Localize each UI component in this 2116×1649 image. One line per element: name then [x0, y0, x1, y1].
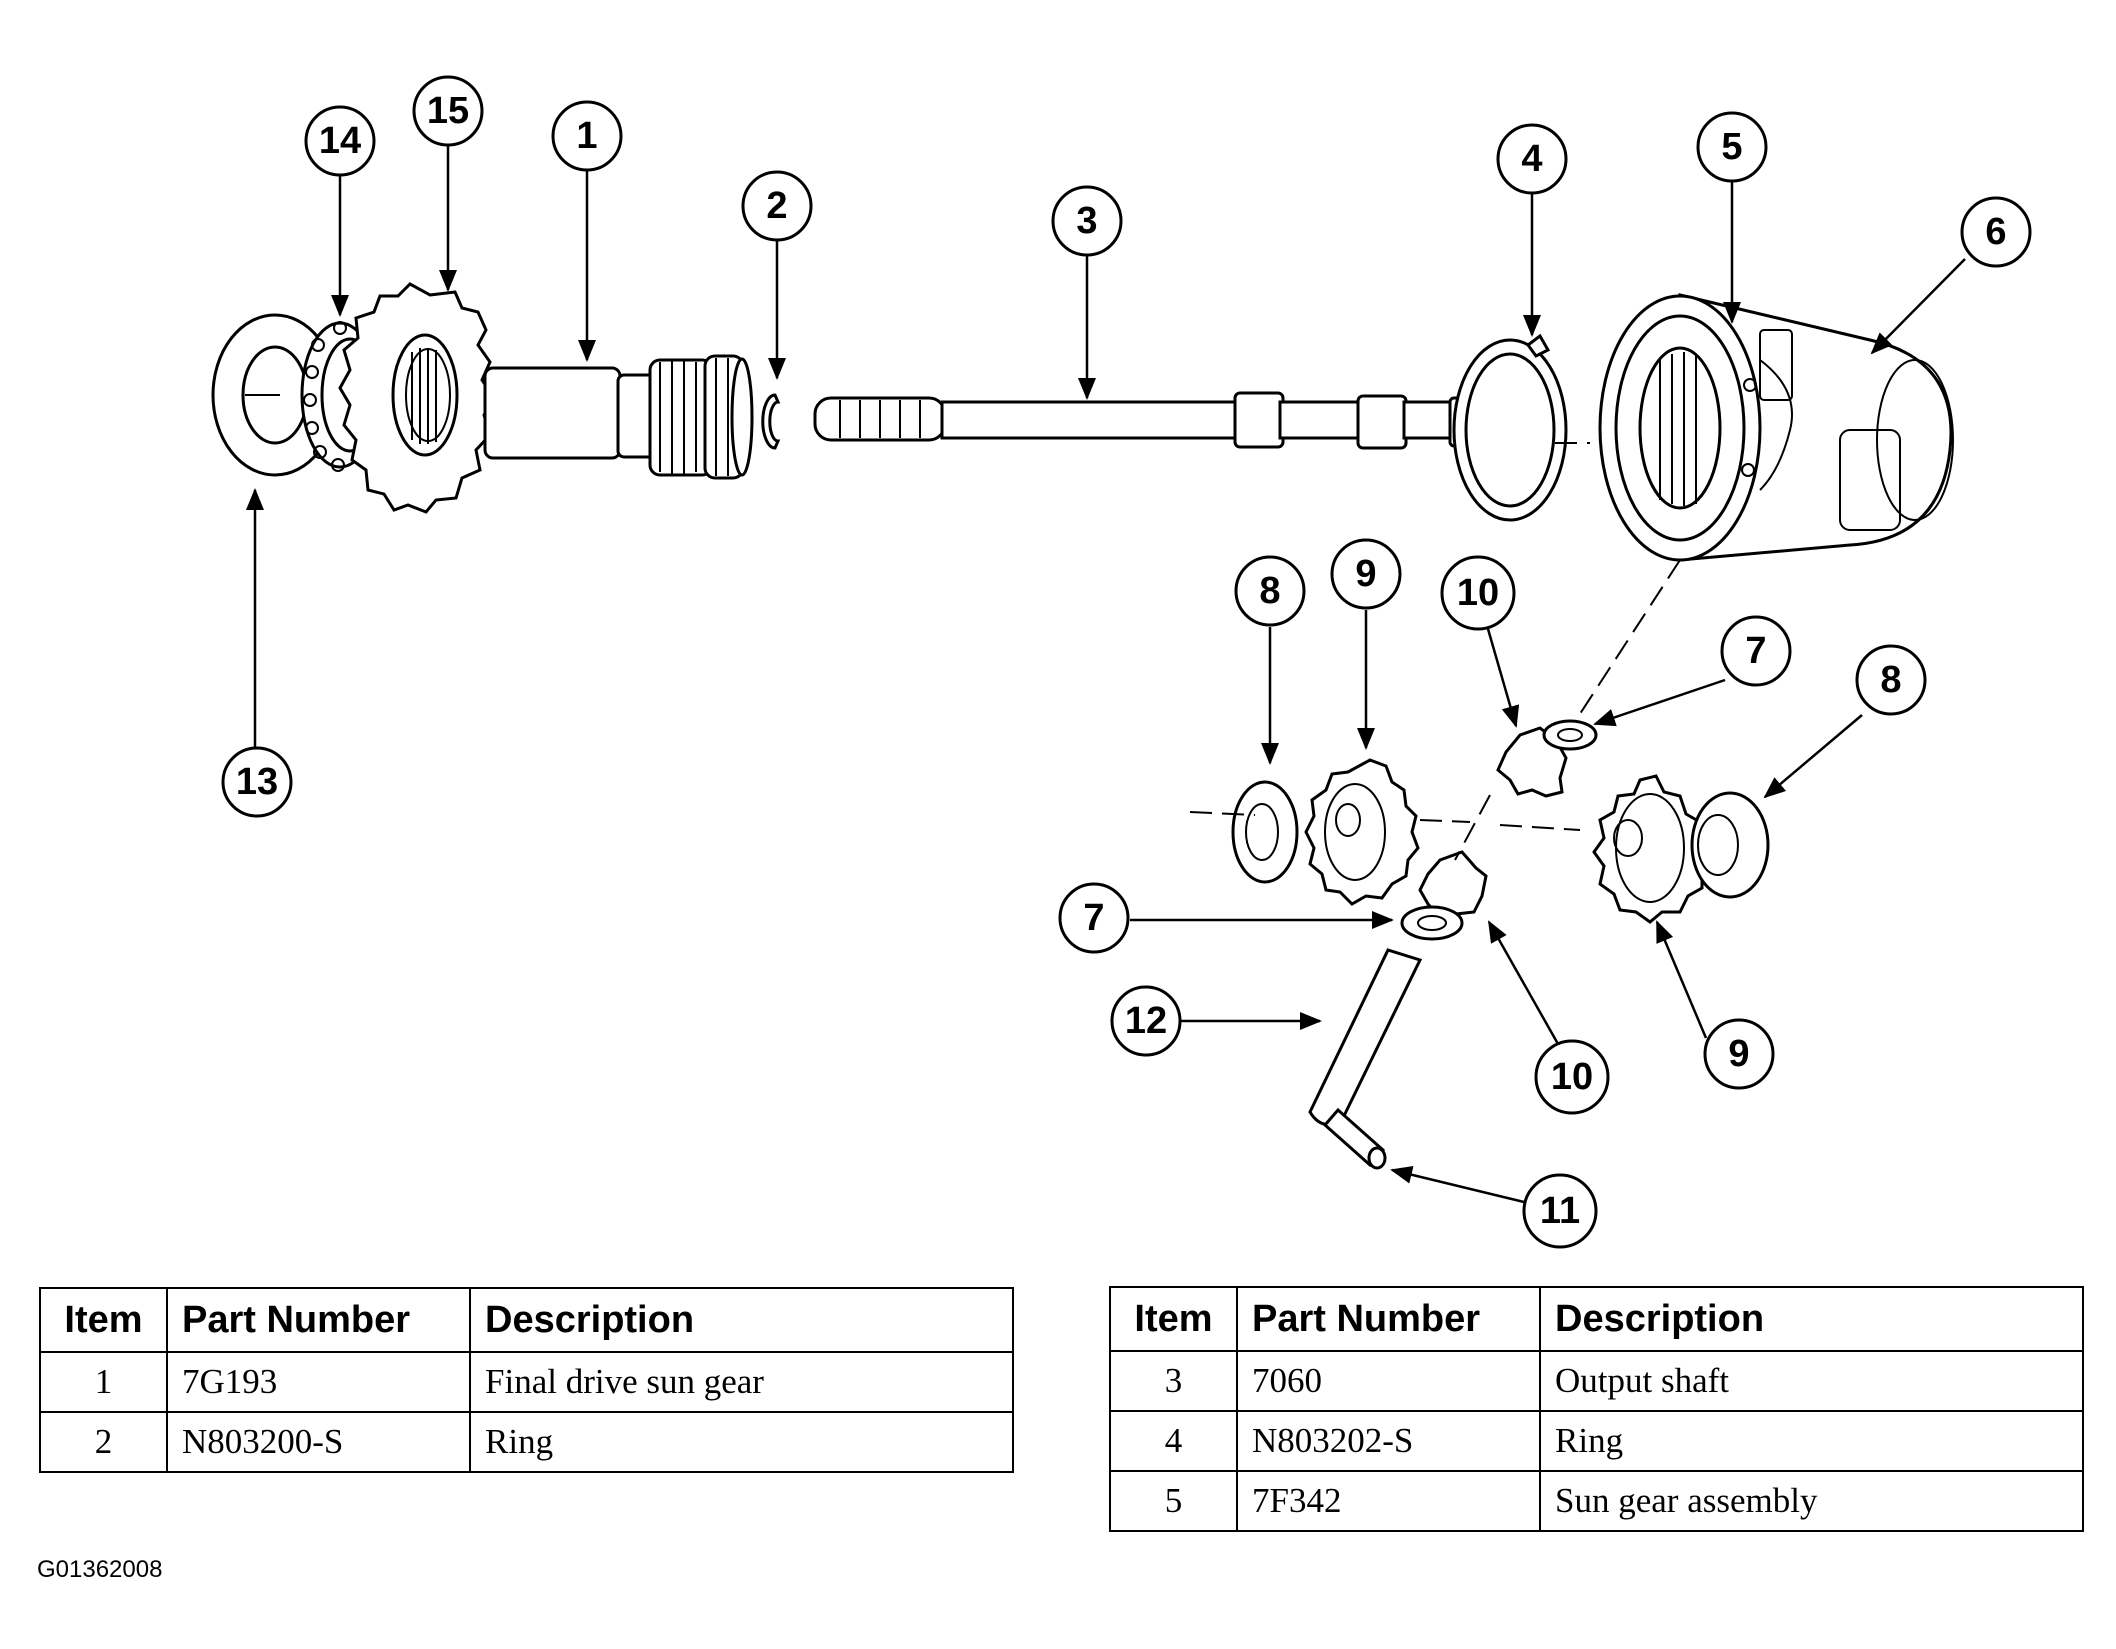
- table-row: 1 7G193 Final drive sun gear: [39, 1351, 1014, 1413]
- callout-15: 15: [412, 75, 484, 147]
- svg-text:14: 14: [319, 120, 361, 162]
- snap-ring-part-2: [761, 393, 781, 450]
- callout-9-upper: 9: [1330, 538, 1402, 610]
- svg-text:15: 15: [427, 90, 469, 132]
- column-header-item: Item: [1109, 1286, 1238, 1352]
- callout-9-lower: 9: [1703, 1018, 1775, 1090]
- roll-pin-part-11: [1322, 1107, 1387, 1170]
- table-row: 2 N803200-S Ring: [39, 1411, 1014, 1473]
- side-gear-right-part-9: [1592, 774, 1712, 924]
- callout-2: 2: [741, 170, 813, 242]
- svg-text:8: 8: [1259, 570, 1280, 612]
- cell-description: Final drive sun gear: [469, 1351, 1014, 1413]
- svg-text:8: 8: [1880, 659, 1901, 701]
- svg-text:9: 9: [1728, 1033, 1749, 1075]
- parts-table-right: Item Part Number Description 3 7060 Outp…: [1109, 1286, 2084, 1532]
- callout-5: 5: [1696, 111, 1768, 183]
- cell-item: 4: [1109, 1410, 1238, 1472]
- callout-7-upper: 7: [1720, 615, 1792, 687]
- output-shaft-part-3: [813, 391, 1542, 450]
- callout-8-right: 8: [1855, 644, 1927, 716]
- column-header-part-number: Part Number: [1236, 1286, 1541, 1352]
- cell-description: Output shaft: [1539, 1350, 2084, 1412]
- table-header-row: Item Part Number Description: [39, 1287, 1014, 1353]
- svg-text:11: 11: [1540, 1190, 1580, 1232]
- cell-part-number: N803202-S: [1236, 1410, 1541, 1472]
- cell-description: Ring: [469, 1411, 1014, 1473]
- svg-text:12: 12: [1125, 1000, 1167, 1042]
- cell-item: 2: [39, 1411, 168, 1473]
- svg-text:13: 13: [236, 761, 278, 803]
- callout-11: 11: [1522, 1173, 1598, 1249]
- callout-12: 12: [1110, 985, 1182, 1057]
- cell-part-number: 7060: [1236, 1350, 1541, 1412]
- pinion-shaft-part-12: [1308, 948, 1423, 1126]
- cell-part-number: N803200-S: [166, 1411, 471, 1473]
- sun-gear-assembly-part-5: [1598, 293, 1954, 562]
- column-header-item: Item: [39, 1287, 168, 1353]
- cell-item: 3: [1109, 1350, 1238, 1412]
- callout-8-left: 8: [1234, 555, 1306, 627]
- column-header-description: Description: [469, 1287, 1014, 1353]
- side-gear-washer-right-part-8: [1690, 791, 1770, 899]
- cell-part-number: 7F342: [1236, 1470, 1541, 1532]
- gear-plate-part-15: [338, 282, 496, 514]
- table-row: 3 7060 Output shaft: [1109, 1350, 2084, 1412]
- pinion-gear-lower-part-10: [1418, 850, 1488, 920]
- svg-text:2: 2: [766, 185, 787, 227]
- svg-text:10: 10: [1551, 1056, 1593, 1098]
- table-row: 5 7F342 Sun gear assembly: [1109, 1470, 2084, 1532]
- svg-text:5: 5: [1721, 126, 1742, 168]
- cell-description: Sun gear assembly: [1539, 1470, 2084, 1532]
- callout-10-lower: 10: [1534, 1039, 1610, 1115]
- svg-text:10: 10: [1457, 572, 1499, 614]
- callout-14: 14: [304, 105, 376, 177]
- callout-4: 4: [1496, 123, 1568, 195]
- parts-table-left: Item Part Number Description 1 7G193 Fin…: [39, 1287, 1014, 1473]
- column-header-part-number: Part Number: [166, 1287, 471, 1353]
- ring-part-4: [1452, 333, 1568, 522]
- cell-part-number: 7G193: [166, 1351, 471, 1413]
- callout-13: 13: [221, 746, 293, 818]
- svg-text:4: 4: [1521, 138, 1542, 180]
- table-row: 4 N803202-S Ring: [1109, 1410, 2084, 1472]
- cell-item: 5: [1109, 1470, 1238, 1532]
- callout-1: 1: [551, 100, 623, 172]
- svg-text:6: 6: [1985, 211, 2006, 253]
- svg-text:3: 3: [1076, 200, 1097, 242]
- callout-6: 6: [1960, 196, 2032, 268]
- svg-text:7: 7: [1745, 630, 1766, 672]
- callout-3: 3: [1051, 185, 1123, 257]
- leader-arrows: [246, 143, 1966, 1204]
- side-gear-washer-left-part-8: [1231, 780, 1299, 884]
- sun-gear-shaft-part-1: [483, 354, 754, 480]
- pinion-washer-upper-part-7: [1542, 719, 1598, 751]
- figure-code: G01362008: [37, 1556, 163, 1583]
- cell-description: Ring: [1539, 1410, 2084, 1472]
- cell-item: 1: [39, 1351, 168, 1413]
- callout-10-upper: 10: [1440, 555, 1516, 631]
- svg-text:9: 9: [1355, 553, 1376, 595]
- callout-7-lower: 7: [1058, 882, 1130, 954]
- table-header-row: Item Part Number Description: [1109, 1286, 2084, 1352]
- svg-text:7: 7: [1083, 897, 1104, 939]
- pinion-washer-lower-part-7: [1400, 905, 1464, 941]
- svg-text:1: 1: [576, 115, 597, 157]
- column-header-description: Description: [1539, 1286, 2084, 1352]
- side-gear-left-part-9: [1304, 758, 1420, 906]
